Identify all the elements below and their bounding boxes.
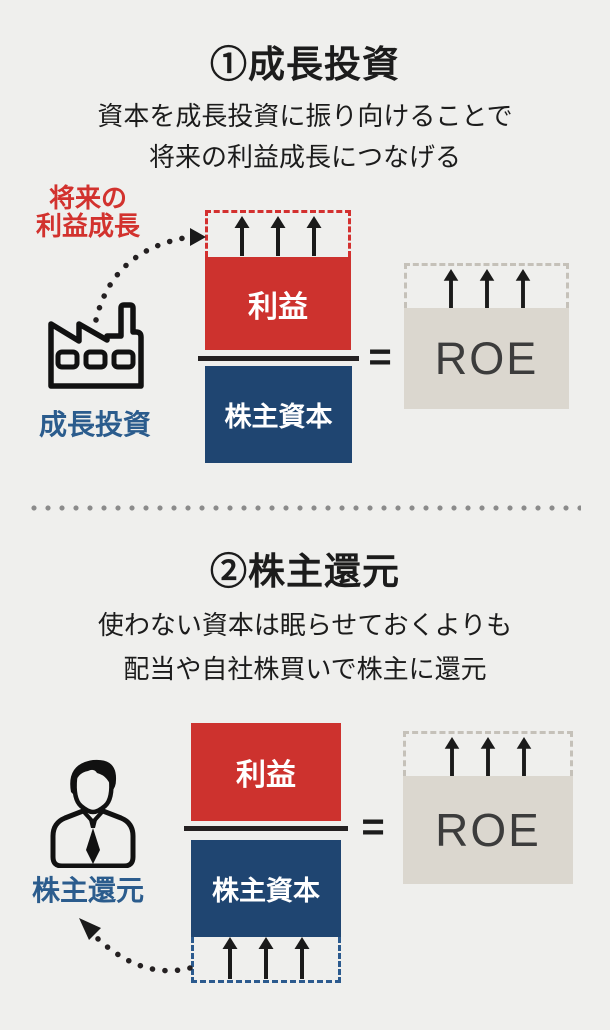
businessman-icon [50,759,136,868]
profit-growth-dashed-box [205,210,351,257]
shareholder-return-label: 株主還元 [31,875,144,906]
section2-subtitle-line2: 配当や自社株買いで株主に還元 [123,654,487,684]
fraction-bar-2 [184,826,348,831]
up-arrow-icon [258,937,274,979]
up-arrow-icon [222,937,238,979]
up-arrow-icon [234,216,250,256]
section1-subtitle-line1: 資本を成長投資に振り向けることで [97,101,513,131]
factory-icon [48,302,144,389]
section2-title: ②株主還元 [210,551,400,592]
roe-box-2: ROE [403,776,573,884]
roe-growth-dashed-box-1 [404,263,569,308]
equity-box-2: 株主資本 [191,840,341,937]
profit-box-2: 利益 [191,723,341,821]
section1-title: ①成長投資 [210,44,400,85]
equals-sign-1: = [368,335,392,379]
dotted-divider [31,505,581,511]
up-arrow-icon [443,269,458,308]
growth-investment-label: 成長投資 [38,409,151,440]
up-arrow-icon [515,269,530,308]
roe-growth-dashed-box-2 [403,731,573,776]
up-arrow-icon [294,937,310,979]
section1-subtitle: 資本を成長投資に振り向けることで 将来の利益成長につなげる [0,96,610,178]
equity-box-1: 株主資本 [205,366,352,463]
equals-sign-2: = [361,805,385,849]
up-arrow-icon [270,216,286,256]
profit-box-1: 利益 [205,257,351,350]
fraction-bar-1 [198,356,359,361]
section2-subtitle: 使わない資本は眠らせておくよりも 配当や自社株買いで株主に還元 [0,603,610,691]
up-arrow-icon [479,269,494,308]
equity-return-dashed-box [191,937,341,983]
up-arrow-icon [444,737,460,776]
up-arrow-icon [516,737,532,776]
future-profit-growth-label: 将来の 利益成長 [35,183,140,241]
up-arrow-icon [480,737,496,776]
section1-subtitle-line2: 将来の利益成長につなげる [148,142,461,172]
dotted-curve-arrow-icon [79,918,193,974]
section2-subtitle-line1: 使わない資本は眠らせておくよりも [97,610,513,640]
roe-box-1: ROE [404,308,569,409]
up-arrow-icon [306,216,322,256]
